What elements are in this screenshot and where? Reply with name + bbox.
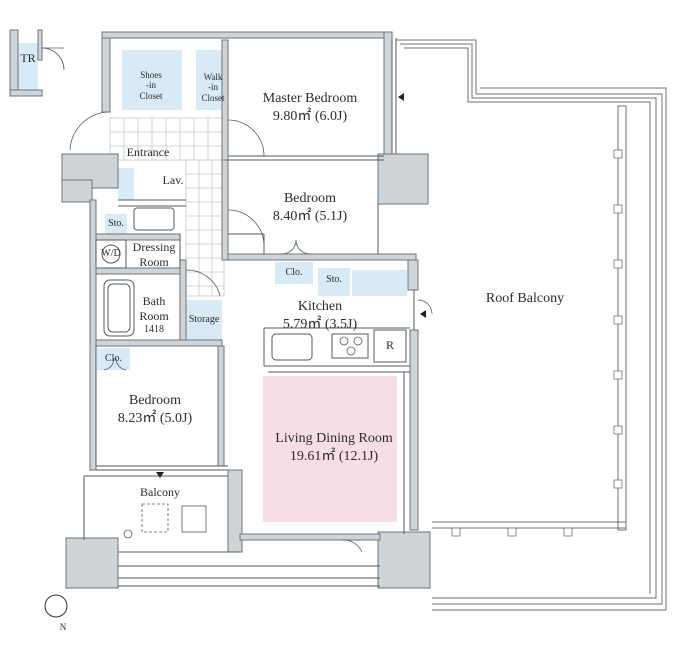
roof-balcony-drains: [451, 149, 623, 537]
sto1-fill: [105, 214, 127, 234]
arrow-marker-icon: [398, 93, 404, 101]
refrigerator-label: R: [385, 338, 394, 352]
room-label-balcony: Balcony: [140, 485, 180, 499]
corridor-tiles: [109, 117, 225, 297]
ldk-fill: [263, 376, 397, 522]
room-label-roof-balcony: Roof Balcony: [485, 291, 565, 306]
tr-fill: [18, 43, 38, 91]
storage-fill: [186, 300, 222, 340]
sto2-fill: [318, 268, 350, 296]
room-label-storage: Storage: [188, 314, 220, 325]
compass-icon: [44, 594, 68, 618]
door-swings: [41, 47, 433, 553]
balcony-units: [123, 503, 207, 539]
lav-fill: [118, 168, 134, 200]
room-label-clo-2: Clo.: [105, 353, 122, 364]
walls: [9, 29, 431, 589]
outlines: [83, 38, 415, 587]
room-label-clo-1: Clo.: [285, 267, 303, 278]
room-label-lav: Lav.: [162, 173, 184, 187]
shoes-closet-fill: [122, 50, 182, 110]
clo1-fill: [275, 262, 313, 284]
room-label-entrance: Entrance: [126, 145, 170, 159]
clo2-fill: [97, 348, 130, 370]
compass-north-label: N: [59, 622, 67, 632]
roof-balcony-outline: [396, 39, 667, 611]
closet-fills: [18, 43, 407, 370]
walk-in-closet-fill: [196, 50, 226, 110]
room-label-sto-1: Sto.: [108, 218, 124, 229]
arrow-marker-icon: [156, 472, 164, 478]
room-label-sto-2: Sto.: [326, 274, 342, 285]
arrow-marker-icon: [420, 310, 426, 318]
kitchen-counter-fill: [352, 270, 407, 296]
room-label-tr: TR: [20, 51, 36, 65]
room-label-wd: W/D: [101, 248, 121, 259]
stove-icon: [339, 336, 363, 356]
